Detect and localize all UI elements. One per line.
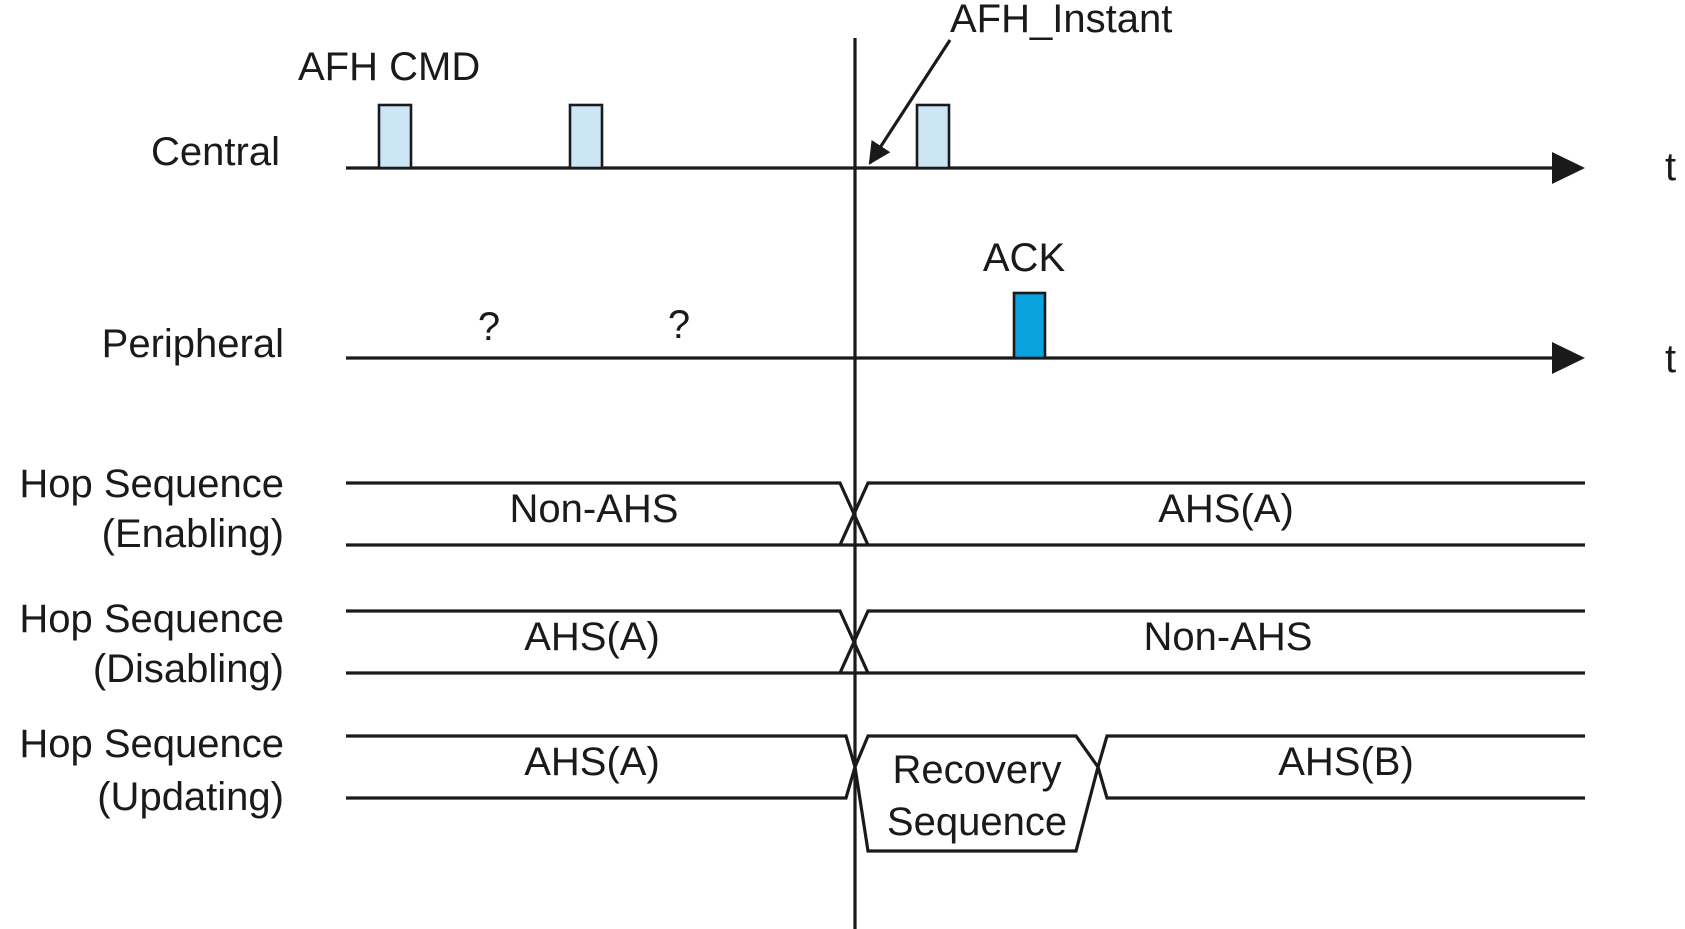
central-label: Central [151, 130, 280, 174]
peripheral-label: Peripheral [102, 322, 284, 366]
hop-updating-label-line1: Hop Sequence [19, 722, 284, 766]
hop-disabling-label-line2: (Disabling) [93, 647, 284, 691]
hop-disabling-after-value: Non-AHS [1144, 615, 1313, 659]
afh-instant-callout: AFH_Instant [868, 0, 1172, 165]
central-row: Central t AFH CMD [151, 45, 1676, 189]
hop-sequence-enabling-row: Hop Sequence (Enabling) Non-AHS AHS(A) [19, 462, 1585, 556]
hop-enabling-label-line2: (Enabling) [102, 512, 284, 556]
peripheral-time-symbol: t [1665, 337, 1676, 381]
afh-cmd-packet-1 [377, 103, 413, 170]
unknown-receive-marker-1: ? [478, 305, 500, 349]
peripheral-row: Peripheral t ? ? ACK [102, 236, 1676, 381]
afh-instant-label: AFH_Instant [950, 0, 1172, 41]
ack-label: ACK [983, 236, 1066, 280]
recovery-sequence-line2: Sequence [887, 800, 1067, 844]
hop-enabling-before-value: Non-AHS [510, 487, 679, 531]
afh-instant-arrow [868, 39, 952, 165]
peripheral-axis-arrowhead [1552, 342, 1585, 374]
hop-enabling-after-value: AHS(A) [1158, 487, 1294, 531]
hop-sequence-disabling-row: Hop Sequence (Disabling) AHS(A) Non-AHS [19, 597, 1585, 691]
unknown-receive-marker-2: ? [668, 303, 690, 347]
afh-cmd-packet-3 [915, 103, 951, 170]
ack-packet [1012, 291, 1047, 360]
central-axis-arrowhead [1552, 152, 1585, 184]
hop-updating-label-line2: (Updating) [97, 775, 284, 819]
hop-disabling-label-line1: Hop Sequence [19, 597, 284, 641]
hop-sequence-updating-row: Hop Sequence (Updating) AHS(A) Recovery … [19, 722, 1585, 853]
afh-cmd-label: AFH CMD [298, 45, 480, 89]
central-time-symbol: t [1665, 145, 1676, 189]
recovery-sequence-line1: Recovery [893, 748, 1062, 792]
hop-disabling-before-value: AHS(A) [524, 615, 660, 659]
afh-cmd-packet-2 [568, 103, 604, 170]
hop-updating-after-value: AHS(B) [1278, 740, 1414, 784]
hop-updating-before-value: AHS(A) [524, 740, 660, 784]
hop-enabling-label-line1: Hop Sequence [19, 462, 284, 506]
